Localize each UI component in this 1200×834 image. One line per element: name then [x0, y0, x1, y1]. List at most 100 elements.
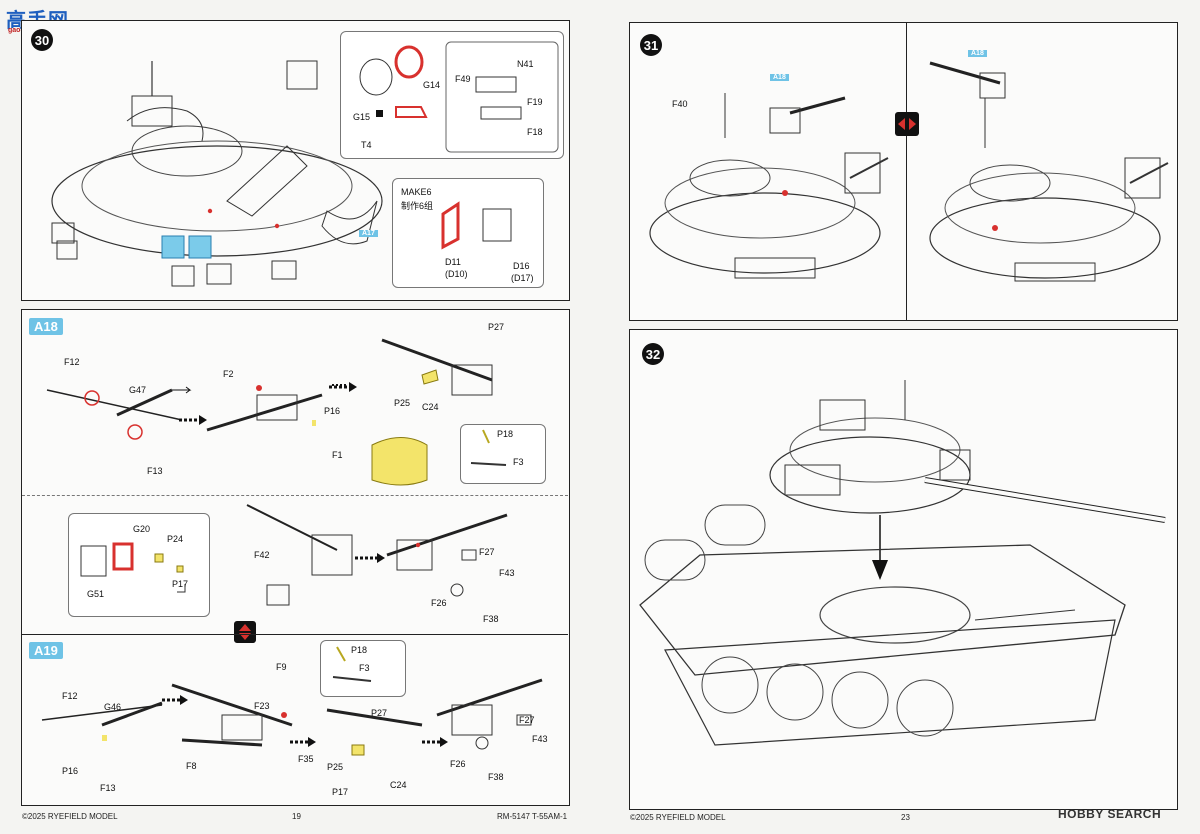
- a18-a19-panel: A18 F12 G47 F13 F2 P16 F1 P27 P25 C24 P1…: [21, 309, 570, 806]
- a18-label-p25: P25: [394, 398, 411, 408]
- left-footer-page: 19: [292, 812, 301, 821]
- step31-divider: [906, 23, 907, 320]
- g20-parts: [80, 542, 186, 593]
- a18-label-f27: F27: [479, 547, 495, 557]
- step30-loose-parts: [51, 222, 232, 287]
- step30-panel: 30 A17 G14 G15: [21, 20, 570, 301]
- a19-label-p16: P16: [62, 766, 79, 776]
- label-t4: T4: [361, 140, 372, 150]
- step30-badge: 30: [31, 29, 53, 51]
- swap-arrows-shape: [239, 624, 251, 640]
- right-footer-page: 23: [901, 813, 910, 822]
- label-d10: (D10): [445, 269, 468, 279]
- a18-label-f38: F38: [483, 614, 499, 624]
- step30-callout-bottom: MAKE6 制作6组 D11 (D10) D16 (D17): [392, 178, 544, 288]
- a18-label-g20: G20: [133, 524, 151, 534]
- label-d17: (D17): [511, 273, 534, 283]
- step31-panel: 31 F40 A18 A18: [629, 22, 1178, 321]
- step31-swap-icon: [895, 112, 919, 136]
- step32-badge: 32: [642, 343, 664, 365]
- arrow-a18-3: [355, 553, 385, 563]
- label-f19: F19: [527, 97, 543, 107]
- a19-label-f9: F9: [276, 662, 287, 672]
- step30-callout-top: G14 G15 T4 N41 F49 F19 F18: [340, 31, 564, 159]
- a18-label-f42: F42: [254, 550, 270, 560]
- label-make6: MAKE6: [401, 187, 432, 197]
- a19-p18-parts: [332, 646, 372, 682]
- a19-label-f8: F8: [186, 761, 197, 771]
- a19-label-p18: P18: [351, 645, 368, 655]
- arrow-a18-2: [329, 382, 357, 392]
- a18-label-p24: P24: [167, 534, 184, 544]
- a18-label-f12: F12: [64, 357, 80, 367]
- step31-number: 31: [643, 37, 659, 53]
- left-footer-copyright: ©2025 RYEFIELD MODEL: [22, 812, 118, 821]
- a18-label-f3: F3: [513, 457, 524, 467]
- a19-label-f12: F12: [62, 691, 78, 701]
- a19-label-f3: F3: [359, 663, 370, 673]
- step31-a18-tag-right: A18: [968, 50, 987, 57]
- arrow-a19-3: [422, 737, 448, 747]
- label-g14: G14: [423, 80, 441, 90]
- a19-label-f38: F38: [488, 772, 504, 782]
- a19-drawing: [41, 678, 543, 756]
- a18-label-p18: P18: [497, 429, 514, 439]
- step32-number: 32: [645, 346, 661, 362]
- a19-label-p27: P27: [371, 708, 388, 718]
- a19-label-f43: F43: [532, 734, 548, 744]
- a18-label-g51: G51: [87, 589, 105, 599]
- a18-label-f13: F13: [147, 466, 163, 476]
- label-make6-cn: 制作6组: [401, 201, 434, 211]
- step32-down-arrow: [872, 515, 888, 580]
- swap-arrows-icon: [234, 621, 256, 643]
- a18-tag: A18: [29, 318, 63, 335]
- a19-label-f35: F35: [298, 754, 314, 764]
- step32-hull-drawing: [639, 504, 1126, 746]
- step30-number: 30: [34, 32, 50, 48]
- label-f49: F49: [455, 74, 471, 84]
- a18-label-p17: P17: [172, 579, 189, 589]
- a18-label-p27: P27: [488, 322, 505, 332]
- arrow-a19-2: [290, 737, 316, 747]
- hobby-search-brand: HOBBY SEARCH: [1058, 807, 1162, 821]
- right-footer-copyright: ©2025 RYEFIELD MODEL: [630, 813, 726, 822]
- callout-bottom-parts: [441, 201, 512, 250]
- a19-label-c24: C24: [390, 780, 407, 790]
- label-n41: N41: [517, 59, 534, 69]
- a19-p18-callout: P18 F3: [320, 640, 406, 697]
- a18-g20-callout: G20 P24 P17 G51: [68, 513, 210, 617]
- step31-a18-tag-left: A18: [770, 74, 789, 81]
- a19-divider: [22, 634, 568, 635]
- arrow-a19-1: [162, 695, 188, 705]
- a19-label-p17: P17: [332, 787, 349, 797]
- a19-label-f23: F23: [254, 701, 270, 711]
- a19-label-p25: P25: [327, 762, 344, 772]
- a17-tag: A17: [359, 230, 378, 237]
- a18-label-f26: F26: [431, 598, 447, 608]
- step31-swap-shape: [898, 118, 916, 130]
- arrow-a18-1: [179, 415, 207, 425]
- a19-label-g46: G46: [104, 702, 122, 712]
- a18-label-f2: F2: [223, 369, 234, 379]
- a18-p18-callout: P18 F3: [460, 424, 546, 484]
- step32-turret-drawing: [769, 380, 1166, 523]
- callout-top-parts: [359, 41, 559, 153]
- step30-turret-drawing: [51, 60, 383, 280]
- step31-turret-right: [929, 61, 1169, 282]
- a18-lower-drawing: [246, 504, 508, 606]
- p18-parts: [470, 429, 507, 466]
- label-f40: F40: [672, 99, 688, 109]
- a18-divider: [22, 495, 568, 496]
- a18-label-p16: P16: [324, 406, 341, 416]
- a18-label-c24: C24: [422, 402, 439, 412]
- step32-panel: 32: [629, 329, 1178, 810]
- label-d11: D11: [445, 257, 461, 267]
- label-d16: D16: [513, 261, 530, 271]
- label-f18: F18: [527, 127, 543, 137]
- left-footer-model: RM-5147 T-55AM-1: [497, 812, 568, 821]
- a18-label-g47: G47: [129, 385, 147, 395]
- step31-badge: 31: [640, 34, 662, 56]
- a18-label-f43: F43: [499, 568, 515, 578]
- a19-label-f27: F27: [519, 715, 535, 725]
- a18-upper-drawing: [46, 338, 493, 486]
